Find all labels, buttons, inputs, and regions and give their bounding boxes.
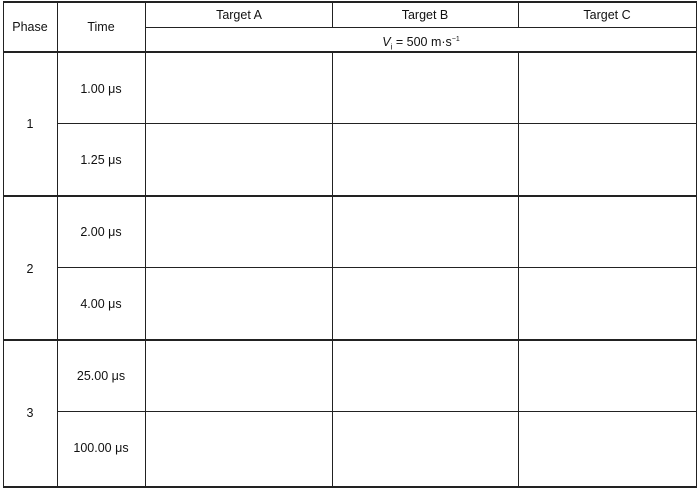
rule-left bbox=[3, 1, 4, 487]
impact-velocity-label: Vi = 500 m·s−1 bbox=[146, 33, 696, 55]
velocity-symbol: V bbox=[382, 35, 391, 50]
rule-row-3-1 bbox=[58, 411, 697, 412]
rule-row-1-1 bbox=[58, 123, 697, 124]
header-target-b: Target B bbox=[401, 8, 449, 22]
phase-label-3: 3 bbox=[26, 406, 34, 420]
rule-bottom bbox=[3, 486, 697, 488]
rule-a-b-body bbox=[332, 51, 333, 487]
time-label-2-2: 4.00 μs bbox=[80, 297, 122, 311]
header-time: Time bbox=[87, 20, 115, 34]
header-target-c: Target C bbox=[583, 8, 631, 22]
rule-right bbox=[696, 1, 697, 487]
rule-b-c-body bbox=[518, 51, 519, 487]
rule-phase-1 bbox=[3, 195, 697, 197]
rule-row-2-1 bbox=[58, 267, 697, 268]
time-label-2-1: 2.00 μs bbox=[80, 225, 122, 239]
time-label-3-2: 100.00 μs bbox=[73, 441, 129, 455]
phase-label-2: 2 bbox=[26, 262, 34, 276]
time-label-1-2: 1.25 μs bbox=[80, 153, 122, 167]
header-phase: Phase bbox=[12, 20, 48, 34]
phase-label-1: 1 bbox=[26, 117, 34, 131]
rule-phase-time bbox=[57, 1, 58, 487]
rule-top bbox=[3, 1, 697, 3]
time-label-1-1: 1.00 μs bbox=[80, 82, 122, 96]
rule-velocity bbox=[146, 27, 697, 28]
velocity-value: = 500 m·s bbox=[395, 35, 452, 50]
header-target-a: Target A bbox=[216, 8, 262, 22]
rule-phase-2 bbox=[3, 339, 697, 341]
rule-time-targets bbox=[145, 1, 146, 487]
rule-b-c bbox=[518, 1, 519, 28]
rule-a-b bbox=[332, 1, 333, 28]
time-label-3-1: 25.00 μs bbox=[76, 369, 126, 383]
velocity-exponent: −1 bbox=[451, 36, 460, 43]
rule-header bbox=[3, 51, 697, 53]
